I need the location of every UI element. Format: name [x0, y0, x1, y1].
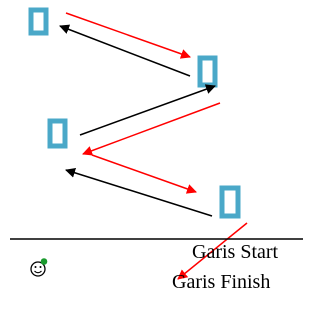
red-arrow-4 [177, 222, 248, 280]
cone-3-icon [47, 118, 68, 149]
red-arrow-2 [82, 102, 221, 156]
black-arrow-1 [59, 24, 191, 77]
red-arrow-1 [65, 12, 191, 59]
black-arrow-2 [79, 84, 216, 136]
smiley-face-icon [30, 258, 48, 277]
cone-2-icon [197, 55, 218, 88]
start-label: Garis Start [192, 241, 279, 263]
cone-1-icon [28, 7, 49, 36]
red-arrow-3 [91, 154, 197, 194]
black-arrow-3 [65, 167, 213, 217]
finish-label: Garis Finish [172, 271, 270, 293]
cone-4-icon [219, 185, 241, 219]
